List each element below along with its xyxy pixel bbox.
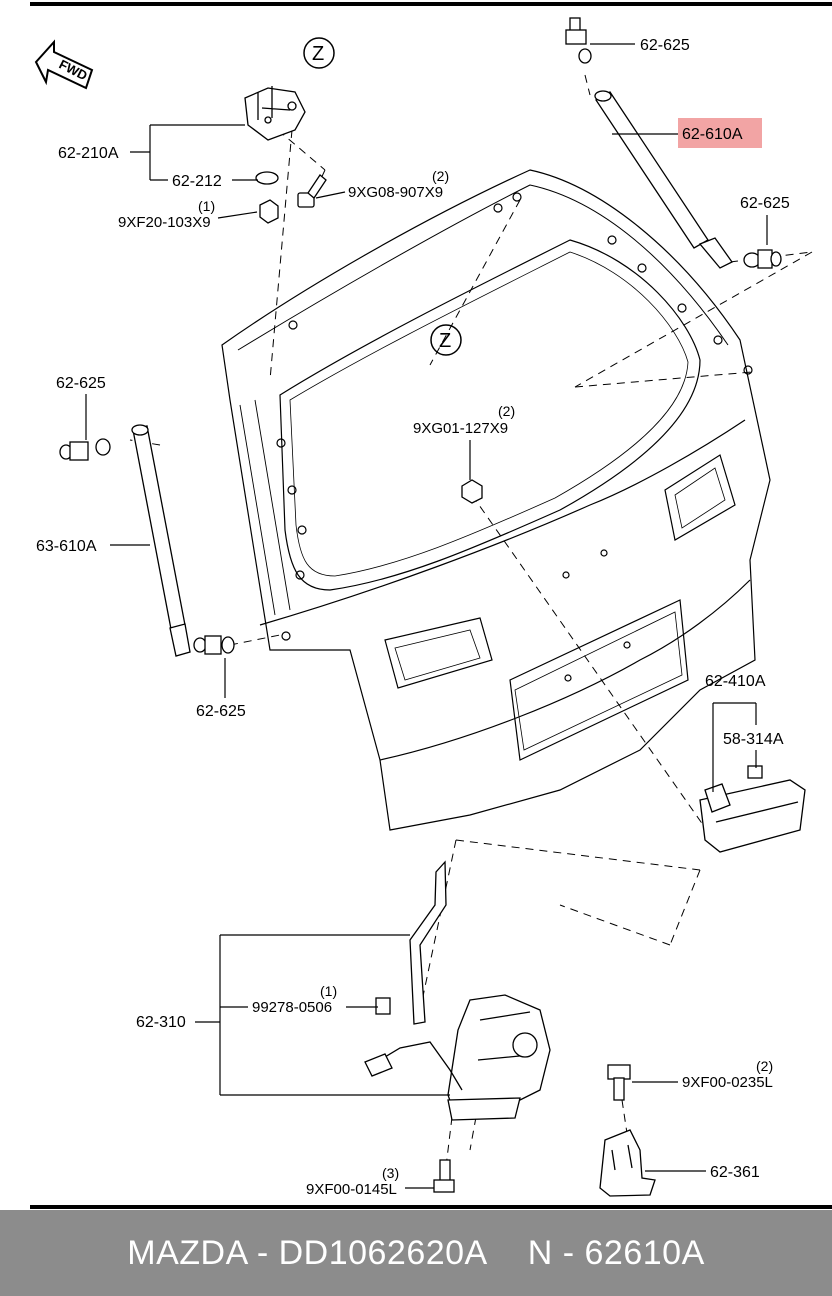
svg-text:Z: Z — [439, 330, 451, 352]
label-62-310: 62-310 — [136, 1014, 186, 1031]
qty-99278: (1) — [320, 983, 337, 999]
label-62-410A: 62-410A — [705, 673, 766, 690]
striker — [599, 1129, 656, 1197]
hex-nut-icon — [259, 199, 279, 224]
latch-assembly — [364, 860, 551, 1121]
part-number-footer: MAZDA - DD1062620A N - 62610A — [0, 1210, 832, 1296]
label-9XF00-0145L: 9XF00-0145L — [306, 1181, 397, 1198]
label-9XF00-0235L: 9XF00-0235L — [682, 1074, 773, 1091]
label-9XF20-103X9: 9XF20-103X9 — [118, 214, 211, 231]
reference-lines — [129, 74, 813, 1176]
gas-strut-right — [594, 90, 733, 269]
view-marker-z-middle: Z — [430, 324, 462, 356]
label-63-610A: 63-610A — [36, 538, 97, 555]
label-9XG01-127X9: 9XG01-127X9 — [413, 420, 508, 437]
label-99278-0506: 99278-0506 — [252, 999, 332, 1016]
center-nut-icon — [461, 479, 483, 504]
fwd-arrow-icon: FWD — [34, 39, 94, 90]
bolt-icon — [297, 174, 327, 208]
view-marker-z-top: Z — [303, 37, 335, 69]
label-62-210A: 62-210A — [58, 145, 119, 162]
ball-stud-lower-icon — [193, 635, 235, 655]
liftgate-handle-switch — [699, 765, 806, 853]
gas-strut-left — [131, 424, 191, 657]
qty-9XG01: (2) — [498, 403, 515, 419]
label-9XG08-907X9: 9XG08-907X9 — [348, 184, 443, 201]
hinge-assembly — [244, 86, 306, 185]
label-58-314A: 58-314A — [723, 731, 784, 748]
qty-9XF00-0145L: (3) — [382, 1165, 399, 1181]
ball-stud-left-icon — [59, 438, 111, 461]
brand-part-number: MAZDA - DD1062620A — [127, 1233, 488, 1272]
label-62-212: 62-212 — [172, 173, 222, 190]
label-62-610A: 62-610A — [682, 126, 743, 143]
qty-9XF20: (1) — [198, 198, 215, 214]
label-62-625-right: 62-625 — [740, 195, 790, 212]
bolt-striker-icon — [607, 1064, 631, 1101]
label-62-625-left: 62-625 — [56, 375, 106, 392]
qty-9XF00-0235L: (2) — [756, 1058, 773, 1074]
ball-stud-right-icon — [743, 249, 782, 269]
svg-text:Z: Z — [312, 43, 324, 65]
liftgate-panel — [221, 169, 771, 831]
bolt-lower-icon — [433, 1159, 455, 1193]
qty-9XG08: (2) — [432, 168, 449, 184]
leader-lines — [85, 43, 768, 1189]
label-62-625-lower: 62-625 — [196, 703, 246, 720]
highlighted-part-box — [678, 118, 762, 148]
label-62-625-top: 62-625 — [640, 37, 690, 54]
ball-stud-top-icon — [565, 17, 592, 64]
label-62-361: 62-361 — [710, 1164, 760, 1181]
reference-number: N - 62610A — [527, 1233, 705, 1272]
parts-diagram: FWD Z Z — [30, 2, 832, 1209]
